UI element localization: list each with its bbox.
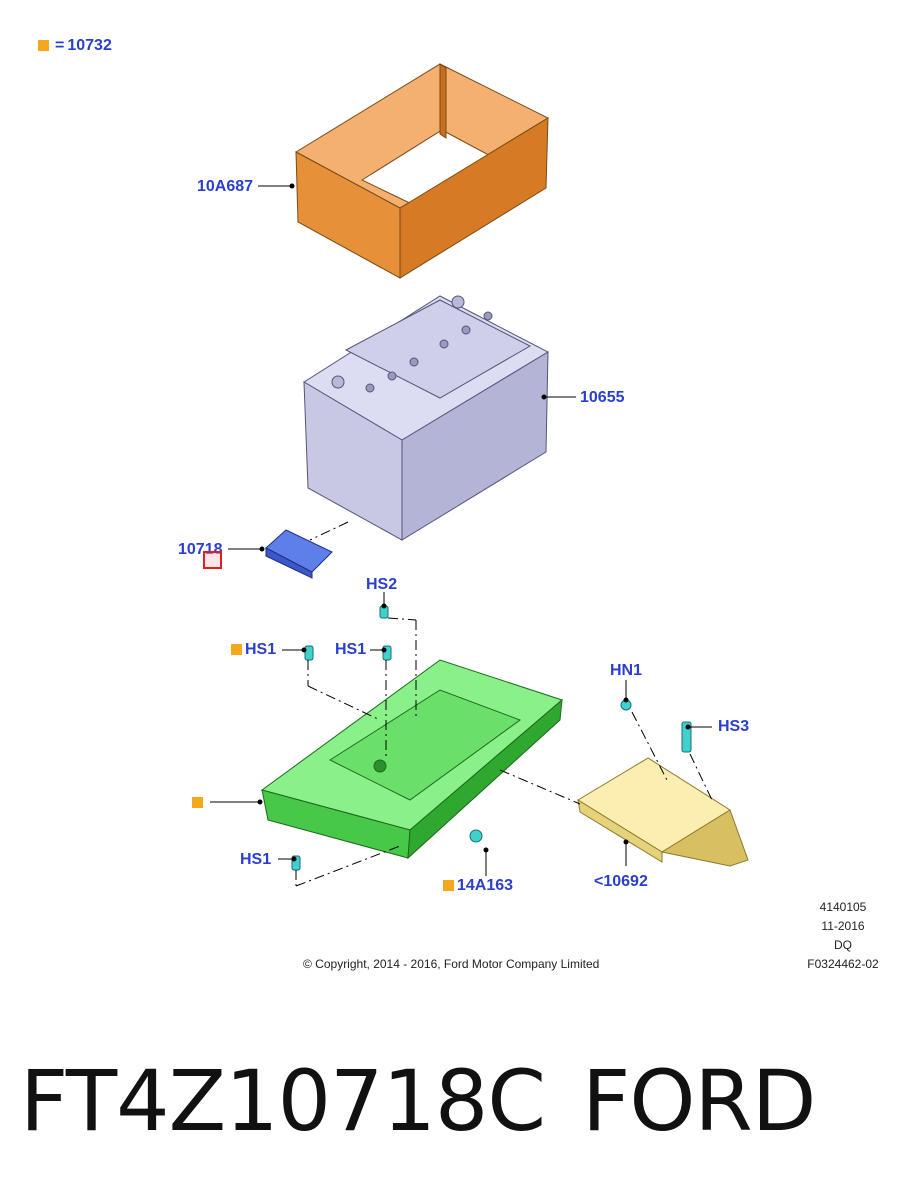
legend-marker-icon <box>38 40 49 51</box>
callout-hs3[interactable]: HS3 <box>718 718 750 735</box>
parts-diagram <box>210 63 749 887</box>
callout-10655[interactable]: 10655 <box>580 389 625 406</box>
callout-hs2[interactable]: HS2 <box>366 576 398 593</box>
copyright-text: © Copyright, 2014 - 2016, Ford Motor Com… <box>303 957 600 971</box>
callout-hs1-a[interactable]: HS1 <box>231 641 276 659</box>
diagram-ref: F0324462-02 <box>807 957 879 971</box>
dash-lines <box>295 521 713 887</box>
marker-icon <box>443 880 454 891</box>
battery-tray <box>260 659 564 860</box>
callout-hs1-b[interactable]: HS1 <box>335 641 367 658</box>
callout-hs1-a-label: HS1 <box>245 641 277 658</box>
callout-10a687[interactable]: 10A687 <box>197 178 254 195</box>
part-number-caption: FT4Z10718C <box>20 1052 546 1150</box>
legend-value: 10732 <box>67 37 112 54</box>
callout-10692[interactable]: <10692 <box>594 873 648 890</box>
battery <box>303 295 550 541</box>
diagram-region: DQ <box>834 938 852 952</box>
callout-14a163[interactable]: 14A163 <box>443 877 513 895</box>
diagram-code: 4140105 <box>819 900 867 914</box>
legend-equals: = <box>55 37 65 54</box>
leader-lines <box>210 183 712 876</box>
callout-hn1[interactable]: HN1 <box>610 662 643 679</box>
callout-10718[interactable]: 10718 <box>178 541 223 558</box>
callout-hs1-c[interactable]: HS1 <box>240 851 272 868</box>
callout-14a163-label: 14A163 <box>457 877 514 894</box>
diagram-date: 11-2016 <box>821 919 865 933</box>
tray-support-bracket <box>577 757 749 867</box>
marker-icon <box>231 644 242 655</box>
marker-icon <box>192 797 203 808</box>
legend: =10732 <box>38 37 112 55</box>
battery-clamp <box>265 529 333 579</box>
brand-caption: FORD <box>582 1052 816 1150</box>
highlight-box <box>203 551 222 569</box>
callout-tray-marker[interactable] <box>192 794 206 812</box>
battery-cover <box>294 63 550 279</box>
